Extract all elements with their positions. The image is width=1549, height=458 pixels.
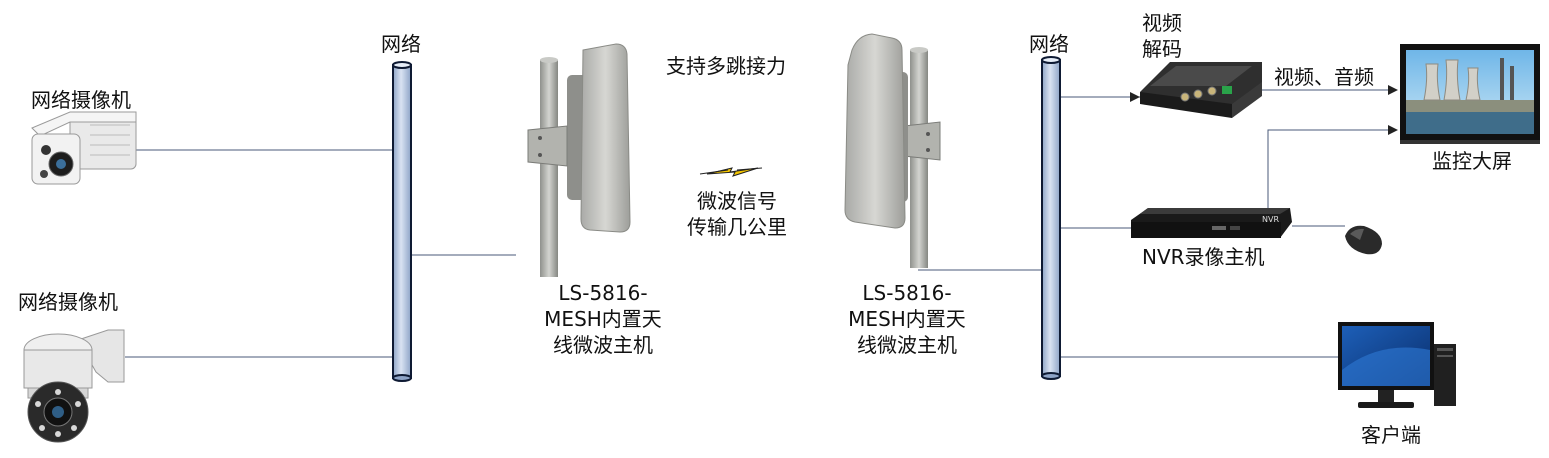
- arrow-to-decoder: [1130, 92, 1140, 102]
- arrow-to-monitor-nvr: [1388, 125, 1398, 135]
- client-label: 客户端: [1361, 423, 1421, 447]
- ptz-camera-icon: [23, 329, 125, 443]
- video-decoder-icon: [1140, 62, 1262, 118]
- decoder-label: 视频 解码: [1142, 11, 1182, 61]
- multi-hop-label: 支持多跳接力: [666, 54, 786, 78]
- nvr-label: NVR录像主机: [1142, 245, 1265, 269]
- monitor-icon: [1400, 44, 1540, 144]
- arrow-to-monitor-av: [1388, 85, 1398, 95]
- device-left-label: LS-5816- MESH内置天 线微波主机: [544, 281, 662, 357]
- nvr-recorder-icon: [1131, 208, 1292, 238]
- network-pipe-right: [1041, 56, 1061, 380]
- network-pipe-left: [392, 61, 412, 382]
- connection-lines: [125, 89, 1396, 358]
- microwave-device-right-icon: [844, 33, 941, 268]
- video-audio-label: 视频、音频: [1274, 65, 1374, 89]
- network-right-label: 网络: [1029, 32, 1069, 56]
- network-left-label: 网络: [381, 32, 421, 56]
- microwave-device-left-icon: [527, 43, 631, 277]
- microwave-label: 微波信号 传输几公里: [687, 189, 787, 239]
- client-pc-icon: [1338, 322, 1456, 408]
- mouse-icon: [1345, 225, 1382, 255]
- arrowheads: [1130, 85, 1398, 135]
- lightning-icon: [699, 167, 763, 177]
- camera-bottom-label: 网络摄像机: [18, 290, 118, 314]
- nvr-badge: NVR: [1262, 215, 1280, 224]
- bullet-camera-icon: [31, 111, 137, 185]
- monitor-label: 监控大屏: [1432, 149, 1512, 173]
- camera-top-label: 网络摄像机: [31, 88, 131, 112]
- link-nvr-monitor: [1267, 129, 1396, 210]
- device-right-label: LS-5816- MESH内置天 线微波主机: [848, 281, 966, 357]
